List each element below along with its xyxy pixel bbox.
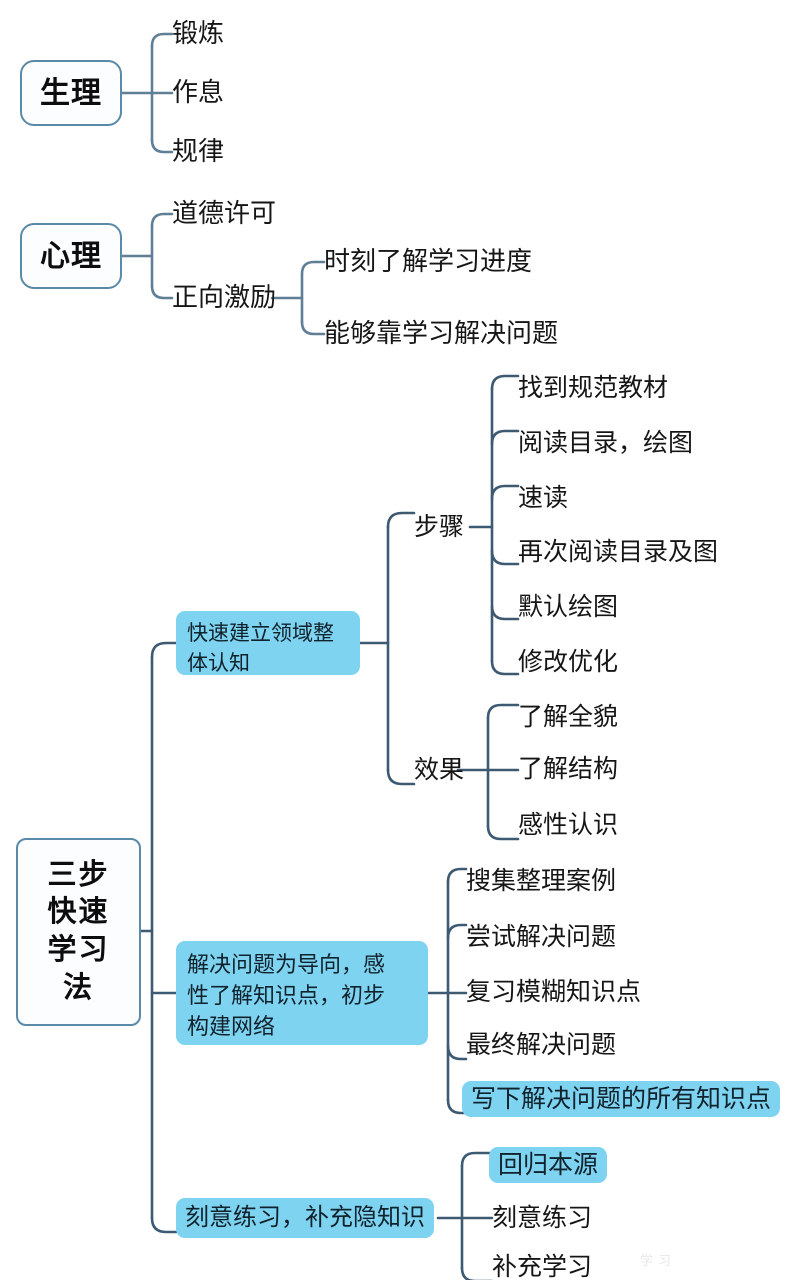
leaf-label: 道德许可: [172, 198, 277, 229]
leaf-label: 最终解决问题: [466, 1030, 617, 1059]
branch-label-line: 刻意练习，补充隐知识: [185, 1204, 425, 1232]
leaf-label: 阅读目录，绘图: [518, 428, 694, 457]
leaf-steps-2[interactable]: 速读: [518, 481, 568, 515]
root-label-line: 快速: [47, 896, 110, 929]
leaf-physiology-0[interactable]: 锻炼: [172, 16, 224, 52]
branch-node-problem-solving[interactable]: 解决问题为导向，感 性了解知识点，初步 构建网络: [176, 941, 428, 1045]
root-label-physiology: 生理: [40, 76, 102, 110]
leaf-label: 搜集整理案例: [466, 866, 617, 895]
leaf-practice-2[interactable]: 补充学习: [492, 1250, 592, 1280]
leaf-problem-4-highlighted[interactable]: 写下解决问题的所有知识点: [462, 1081, 781, 1117]
leaf-label: 复习模糊知识点: [466, 977, 642, 1006]
leaf-physiology-1[interactable]: 作息: [172, 75, 224, 111]
leaf-label: 回归本源: [498, 1150, 599, 1179]
leaf-label: 能够靠学习解决问题: [324, 318, 559, 349]
leaf-problem-1[interactable]: 尝试解决问题: [466, 920, 616, 954]
leaf-label: 默认绘图: [518, 592, 619, 621]
leaf-effects-0[interactable]: 了解全貌: [518, 700, 618, 734]
leaf-label: 作息: [172, 77, 225, 108]
leaf-steps-3[interactable]: 再次阅读目录及图: [518, 535, 718, 569]
branch-label-line: 解决问题为导向，感: [187, 952, 386, 977]
leaf-label: 尝试解决问题: [466, 922, 617, 951]
root-node-method[interactable]: 三步 快速 学习 法: [16, 838, 141, 1026]
leaf-motivation-1[interactable]: 能够靠学习解决问题: [324, 316, 558, 352]
root-node-physiology[interactable]: 生理: [20, 60, 122, 126]
branch-node-overview[interactable]: 快速建立领域整 体认知: [176, 611, 360, 675]
leaf-label: 了解全貌: [518, 702, 619, 731]
branch-label-line: 快速建立领域整: [187, 622, 334, 645]
leaf-label: 找到规范教材: [518, 373, 669, 402]
root-node-psychology[interactable]: 心理: [20, 223, 122, 289]
leaf-effects-2[interactable]: 感性认识: [518, 808, 618, 842]
root-label-line: 法: [62, 971, 94, 1004]
leaf-label: 修改优化: [518, 647, 619, 676]
leaf-label: 规律: [172, 136, 225, 167]
leaf-label: 写下解决问题的所有知识点: [471, 1084, 772, 1113]
subnode-effects[interactable]: 效果: [414, 752, 464, 788]
leaf-label: 了解结构: [518, 754, 619, 783]
leaf-label: 补充学习: [492, 1252, 593, 1280]
leaf-physiology-2[interactable]: 规律: [172, 134, 224, 170]
leaf-label: 效果: [414, 755, 465, 784]
leaf-psychology-moral[interactable]: 道德许可: [172, 196, 276, 232]
root-label-line: 学习: [47, 934, 110, 966]
watermark-text: 学习: [640, 1253, 677, 1268]
leaf-practice-1[interactable]: 刻意练习: [492, 1201, 592, 1235]
leaf-motivation-0[interactable]: 时刻了解学习进度: [324, 244, 532, 280]
leaf-practice-0-highlighted[interactable]: 回归本源: [489, 1147, 608, 1183]
branch-node-deliberate-practice[interactable]: 刻意练习，补充隐知识: [176, 1198, 434, 1238]
leaf-effects-1[interactable]: 了解结构: [518, 752, 618, 786]
leaf-label: 感性认识: [518, 810, 619, 839]
leaf-steps-0[interactable]: 找到规范教材: [518, 371, 668, 405]
branch-label-line: 性了解知识点，初步: [187, 983, 386, 1009]
leaf-problem-3[interactable]: 最终解决问题: [466, 1028, 616, 1062]
branch-label-line: 构建网络: [187, 1014, 276, 1040]
leaf-label: 正向激励: [172, 282, 277, 313]
leaf-label: 步骤: [414, 512, 465, 541]
subnode-steps[interactable]: 步骤: [414, 509, 464, 545]
leaf-label: 时刻了解学习进度: [324, 246, 533, 277]
leaf-steps-5[interactable]: 修改优化: [518, 645, 618, 679]
leaf-steps-1[interactable]: 阅读目录，绘图: [518, 426, 693, 460]
root-label-psychology: 心理: [40, 239, 102, 273]
leaf-problem-0[interactable]: 搜集整理案例: [466, 864, 616, 898]
leaf-psychology-motivation[interactable]: 正向激励: [172, 280, 276, 316]
branch-label-line: 体认知: [187, 651, 250, 675]
leaf-label: 锻炼: [172, 18, 225, 49]
leaf-label: 再次阅读目录及图: [518, 537, 719, 566]
leaf-steps-4[interactable]: 默认绘图: [518, 590, 618, 624]
root-label-line: 三步: [47, 858, 110, 891]
leaf-label: 速读: [518, 483, 569, 512]
leaf-problem-2[interactable]: 复习模糊知识点: [466, 975, 641, 1009]
leaf-label: 刻意练习: [492, 1203, 593, 1232]
